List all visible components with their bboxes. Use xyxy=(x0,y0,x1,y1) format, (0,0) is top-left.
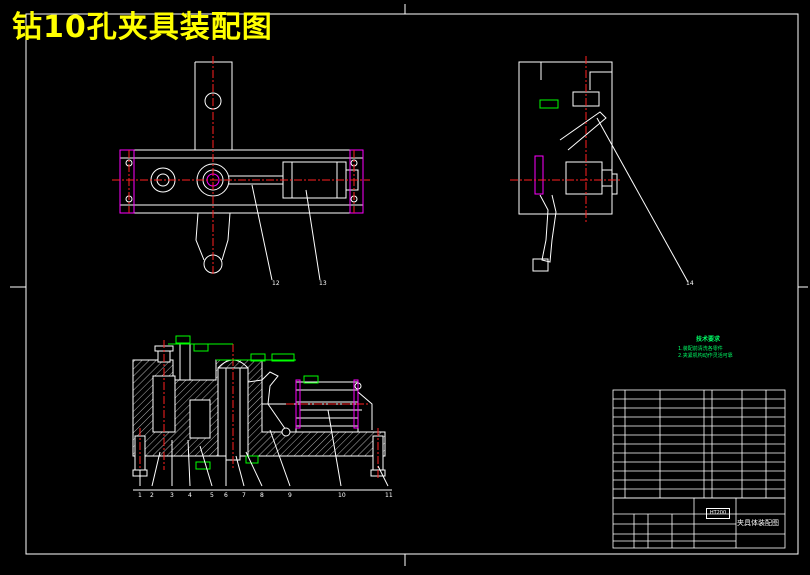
balloon-8: 8 xyxy=(260,492,264,499)
balloon-6: 6 xyxy=(224,492,228,499)
title-block xyxy=(612,497,786,549)
balloon-13: 13 xyxy=(319,280,327,287)
balloon-9: 9 xyxy=(288,492,292,499)
balloon-5: 5 xyxy=(210,492,214,499)
tech-req-heading: 技术要求 xyxy=(695,336,720,343)
tech-req-line: 1.装配前清洗各零件 xyxy=(678,346,723,352)
balloon-7: 7 xyxy=(242,492,246,499)
technical-requirements: 技术要求 1.装配前清洗各零件 2.夹紧机构动作灵活可靠 xyxy=(678,336,738,360)
balloon-4: 4 xyxy=(188,492,192,499)
balloon-12: 12 xyxy=(272,280,280,287)
drawing-frame xyxy=(10,4,808,566)
balloon-11: 11 xyxy=(385,492,393,499)
front-section-view xyxy=(132,335,392,491)
title-block-name: 夹具体装配图 xyxy=(737,519,779,527)
drawing-title: 钻10孔夹具装配图 xyxy=(12,10,273,45)
balloon-10: 10 xyxy=(338,492,346,499)
front-view-balloons: 1 2 3 4 5 6 7 8 9 10 11 xyxy=(138,492,393,499)
balloon-1: 1 xyxy=(138,492,142,499)
side-view xyxy=(510,56,689,283)
balloon-2: 2 xyxy=(150,492,154,499)
top-view xyxy=(112,56,370,281)
tech-req-line: 2.夹紧机构动作灵活可靠 xyxy=(678,353,733,359)
title-block-code: HT200 xyxy=(706,508,730,519)
parts-list xyxy=(612,389,786,499)
balloon-14: 14 xyxy=(686,280,694,287)
balloon-3: 3 xyxy=(170,492,174,499)
